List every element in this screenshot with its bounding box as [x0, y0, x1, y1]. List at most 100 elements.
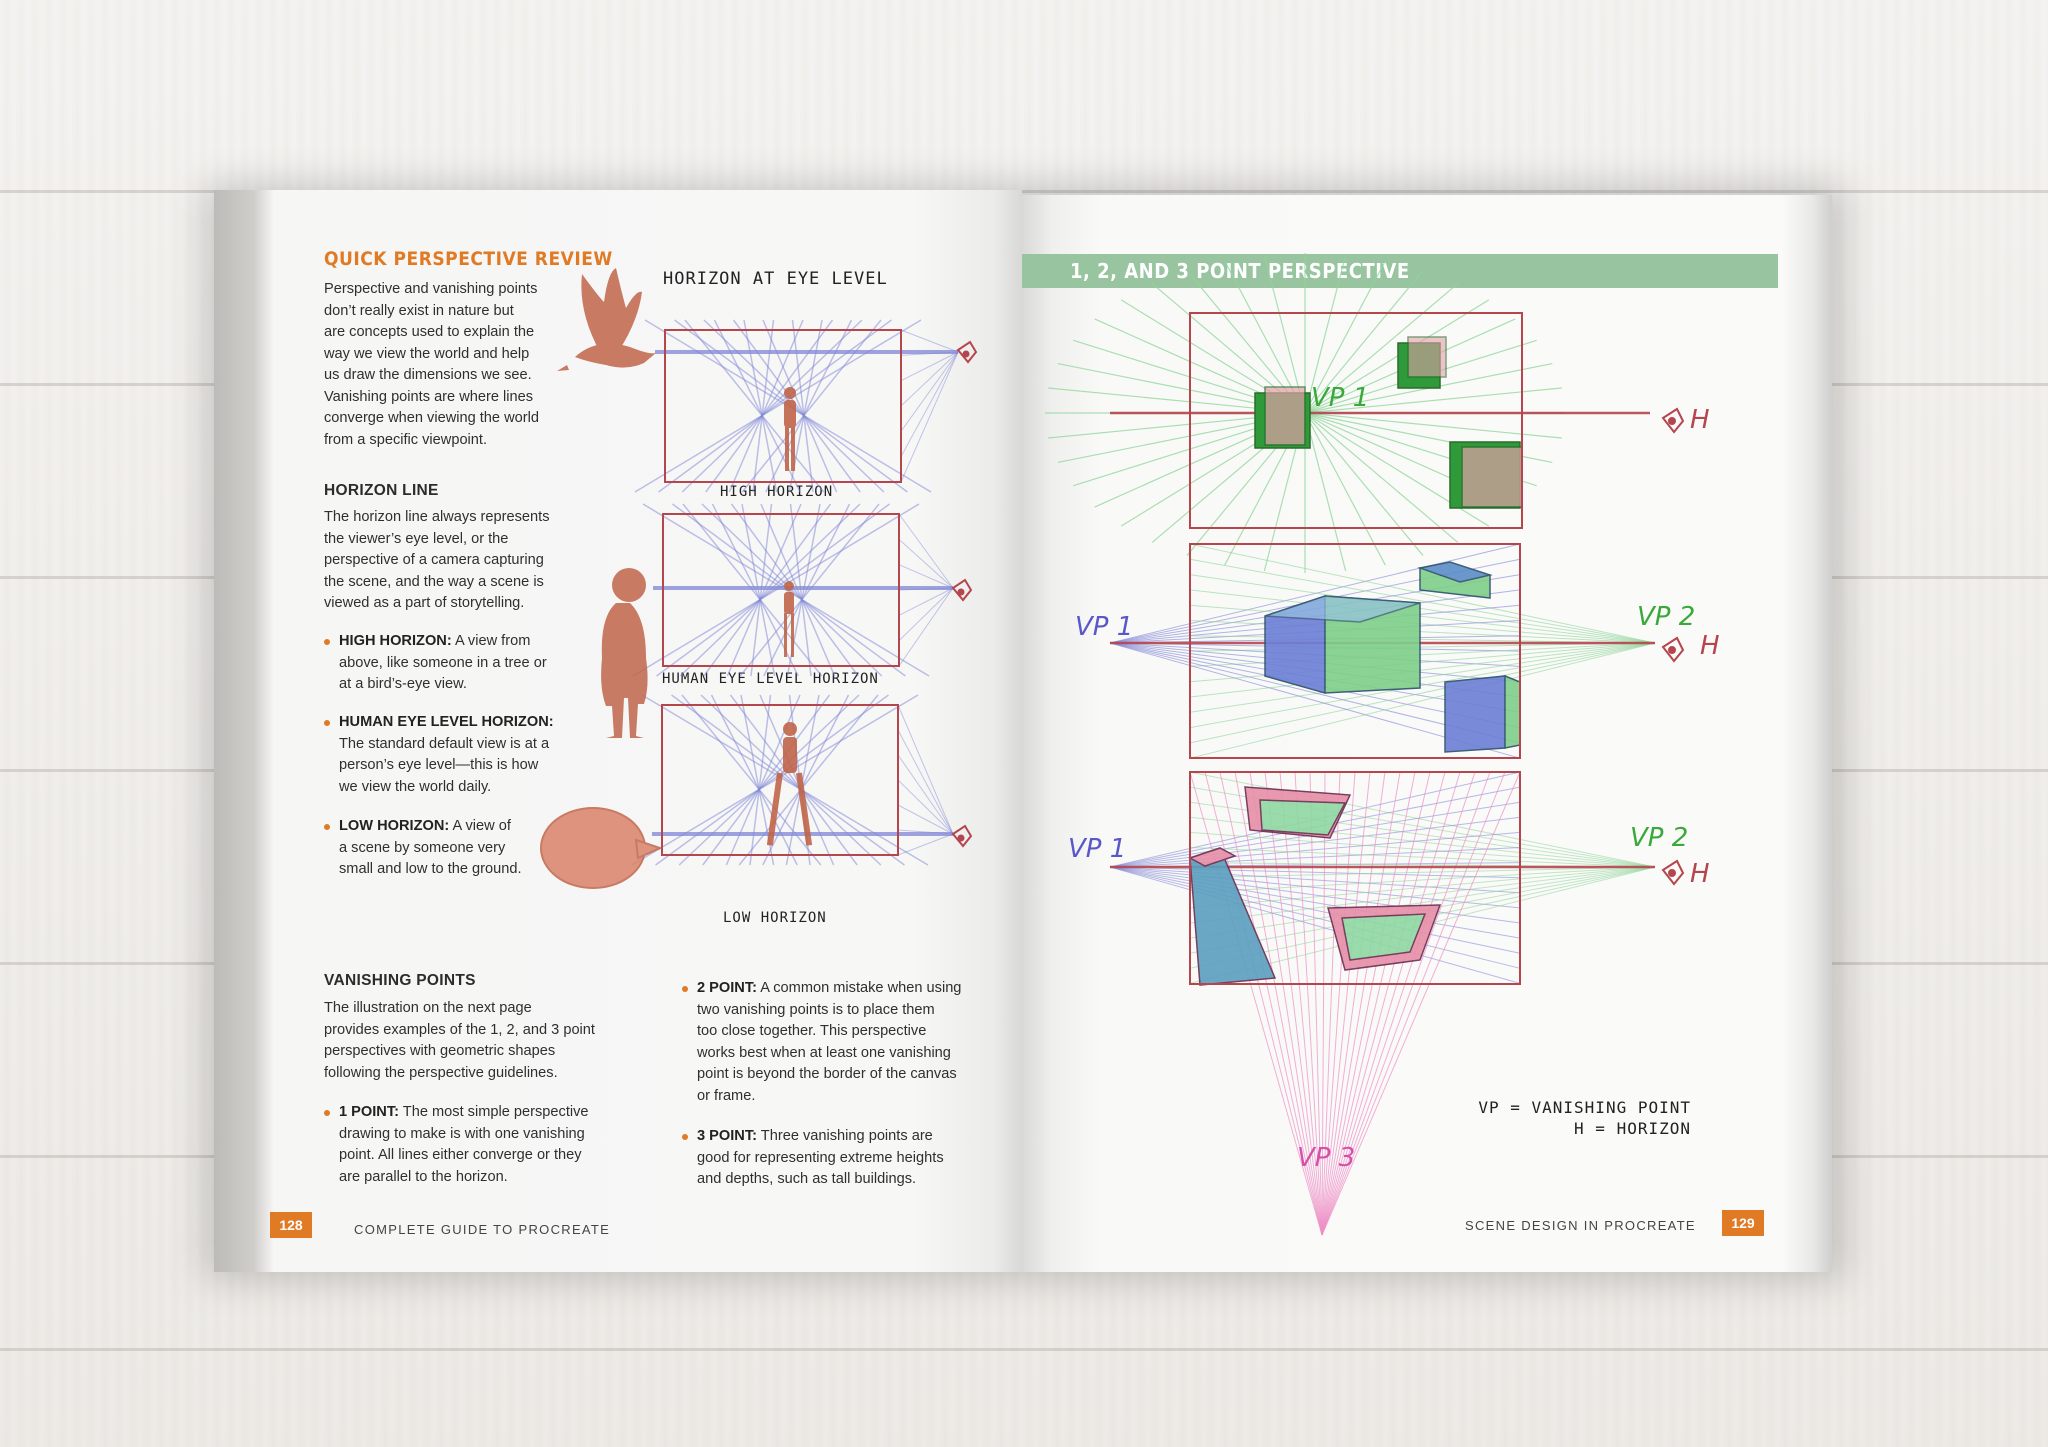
guide-line [1219, 771, 1323, 1236]
guide-line [1321, 771, 1446, 1236]
guide-line [743, 319, 778, 493]
bullet-line: good for representing extreme heights [697, 1149, 944, 1166]
legend-horizon: H = HORIZON [1574, 1119, 1691, 1138]
bullet-line: works best when at least one vanishing [697, 1044, 951, 1061]
left-page-number: 128 [270, 1212, 312, 1238]
label-low-horizon: LOW HORIZON [723, 910, 827, 926]
guide-line [1321, 771, 1326, 1236]
person-sketch-icon [601, 568, 648, 738]
guide-line [1264, 771, 1323, 1236]
intro-line: are concepts used to explain the [324, 324, 535, 340]
guide-line [658, 319, 892, 493]
intro-line: Vanishing points are where lines [324, 388, 534, 405]
guide-line [1304, 260, 1386, 414]
bullet-line: A view of [449, 818, 511, 834]
guide-line [900, 351, 959, 382]
guide-line [1109, 847, 1521, 868]
guide-line [897, 704, 954, 835]
right-footer-title: SCENE DESIGN IN PROCREATE [1465, 1218, 1696, 1233]
guide-line [681, 319, 863, 493]
guide-line [1304, 412, 1386, 566]
guide-line [1321, 771, 1401, 1236]
high-horizon-frame [664, 329, 902, 483]
horizon-paragraph: The horizon line always represents the v… [324, 507, 594, 615]
intro-paragraph: Perspective and vanishing points don’t r… [324, 279, 584, 451]
guide-line [1234, 771, 1323, 1236]
vp2-label-two-point: VP 2 [1637, 602, 1695, 632]
left-footer-title: COMPLETE GUIDE TO PROCREATE [354, 1222, 611, 1237]
guide-line [1279, 771, 1323, 1236]
horizon-line-text: the viewer’s eye level, or the [324, 530, 509, 547]
guide-line [1189, 604, 1656, 644]
bullet-line: Three vanishing points are [757, 1128, 933, 1144]
bullet-line: are parallel to the horizon. [339, 1168, 508, 1185]
guide-line [1249, 771, 1323, 1236]
guide-line [1189, 866, 1656, 939]
guide-line [1189, 642, 1656, 729]
intro-line: converge when viewing the world [324, 410, 539, 426]
guide-line [1321, 771, 1386, 1236]
guide-line [1189, 642, 1656, 698]
guide-line [759, 694, 835, 866]
low-horizon-frame [661, 704, 899, 856]
bullet-line: we view the world daily. [339, 778, 492, 795]
guide-line [1304, 412, 1459, 543]
guide-line [705, 319, 834, 493]
guide-line [1109, 866, 1521, 984]
bullet-human-eye-level: HUMAN EYE LEVEL HORIZON: The standard de… [324, 712, 599, 798]
guide-line [1321, 771, 1476, 1236]
guide-line [732, 319, 861, 493]
guide-line [1321, 771, 1356, 1236]
two-point-boxes [1264, 561, 1521, 753]
guide-line [1304, 412, 1424, 556]
guide-line [1321, 771, 1521, 1236]
guide-line [1189, 558, 1656, 644]
guide-line [631, 694, 919, 866]
bullet-high-horizon: HIGH HORIZON: A view from above, like so… [324, 631, 599, 696]
horizon-h-label: H [1700, 631, 1720, 661]
vanishing-points-heading: VANISHING POINTS [324, 972, 476, 989]
hedgehog-sketch-icon [540, 807, 663, 889]
guide-line [1109, 866, 1521, 954]
bird-sketch-icon [557, 268, 656, 371]
guide-line [898, 538, 954, 589]
guide-line [729, 694, 858, 866]
bullet-line: point is beyond the border of the canvas [697, 1066, 957, 1082]
guide-line [1321, 771, 1371, 1236]
diagram-title: HORIZON AT EYE LEVEL [663, 269, 888, 289]
guide-line [1321, 771, 1491, 1236]
quick-review-title: QUICK PERSPECTIVE REVIEW [324, 248, 613, 270]
guide-line [1189, 831, 1656, 868]
intro-line: way we view the world and help [324, 345, 530, 362]
guide-line [897, 779, 954, 835]
guide-line [1304, 283, 1459, 414]
guide-line [900, 329, 959, 353]
guide-line [898, 564, 954, 589]
guide-line [634, 319, 922, 493]
guide-line [1109, 866, 1521, 969]
guide-line [762, 319, 838, 493]
guide-line [1109, 543, 1521, 644]
guide-line [898, 587, 954, 616]
horizon-line-text: perspective of a camera capturing [324, 552, 544, 568]
bullet-line: The standard default view is at a [339, 735, 550, 752]
intro-line: Perspective and vanishing points [324, 281, 538, 297]
guide-line [702, 694, 831, 866]
vp2-label-three-point: VP 2 [1630, 823, 1688, 853]
vp-text-line: provides examples of the 1, 2, and 3 poi… [324, 1021, 595, 1038]
guide-line [1304, 387, 1562, 414]
vanishing-points-paragraph: The illustration on the next page provid… [324, 998, 644, 1084]
bullet-line: too close together. This perspective [697, 1023, 927, 1039]
guide-line [741, 319, 882, 493]
section-band: 1, 2, AND 3 POINT PERSPECTIVE [1022, 254, 1778, 288]
guide-line [678, 694, 860, 866]
horizon-h-label: H [1690, 859, 1710, 889]
guide-line [898, 513, 954, 589]
guide-line [1109, 831, 1521, 868]
guide-line [898, 587, 954, 667]
guide-line [1189, 866, 1656, 924]
guide-line [1304, 270, 1424, 414]
bullet-label: HIGH HORIZON: [339, 633, 452, 649]
guide-line [1309, 771, 1323, 1236]
